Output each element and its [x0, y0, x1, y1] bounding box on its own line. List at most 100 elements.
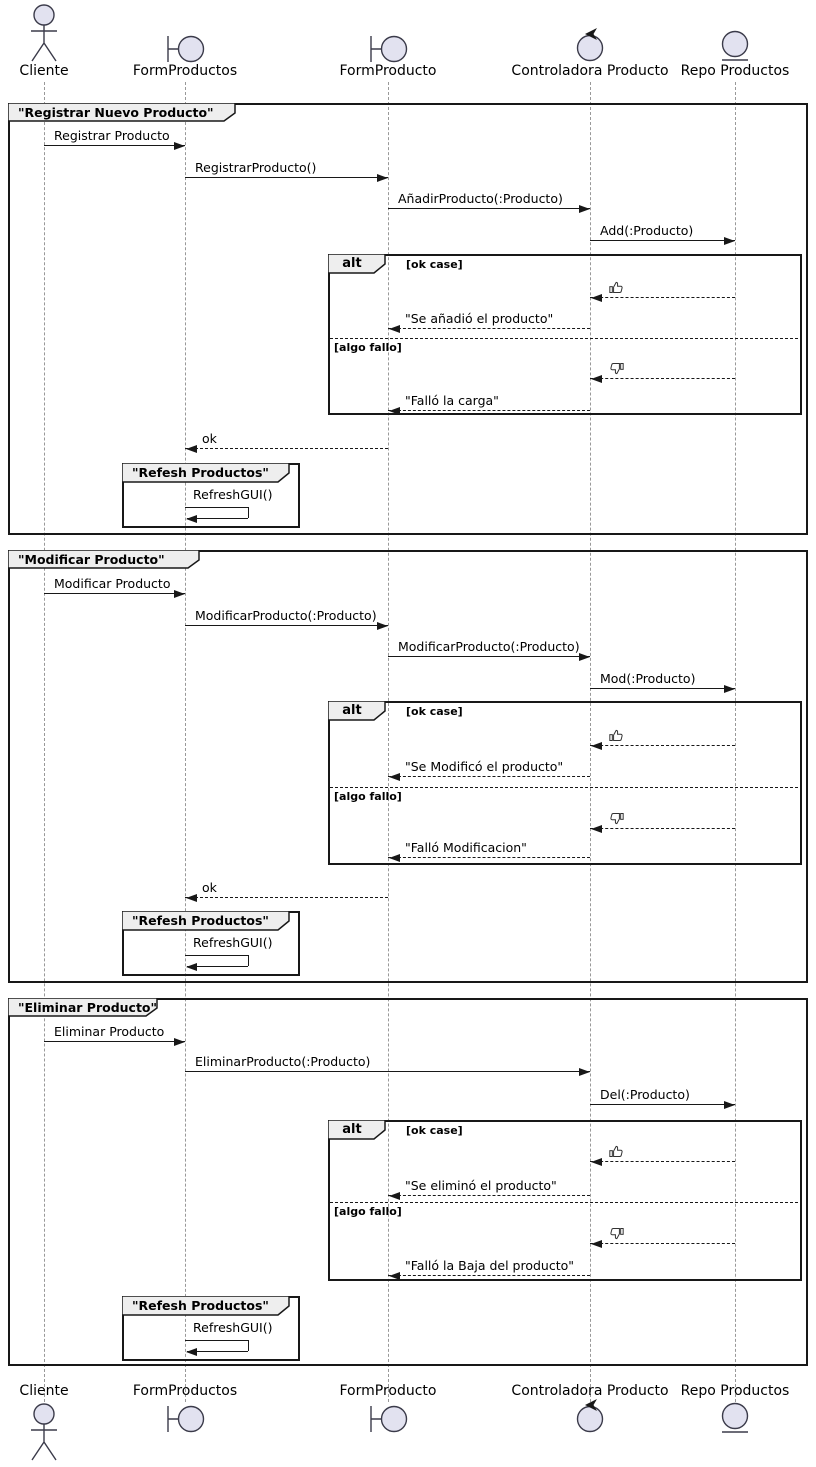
message-label: AñadirProducto(:Producto) [398, 191, 563, 206]
alt-guard-ok: [ok case] [406, 258, 463, 271]
self-call-arrowhead [186, 962, 197, 971]
self-call-line-bottom [187, 518, 248, 519]
message-line [388, 656, 590, 657]
message-label: EliminarProducto(:Producto) [195, 1054, 371, 1069]
group-frame-tab: "Registrar Nuevo Producto" [8, 103, 236, 122]
alt-guard-ok: [ok case] [406, 1124, 463, 1137]
alt-divider [330, 787, 798, 788]
message-line [590, 1104, 735, 1105]
self-call-arrowhead [186, 514, 197, 523]
message-line [388, 1195, 590, 1196]
message-label: Del(:Producto) [600, 1087, 690, 1102]
alt-guard-fail: [algo fallo] [334, 341, 402, 354]
lifeline-repo [735, 82, 736, 1402]
participant-label-formproducto: FormProducto [339, 63, 437, 79]
participant-label-repo: Repo Productos [680, 63, 790, 79]
lifeline-cliente [44, 82, 45, 1402]
message-line [388, 1275, 590, 1276]
message-arrowhead [186, 893, 197, 902]
message-line [388, 410, 590, 411]
alt-operator-tab-title: alt [342, 256, 362, 271]
message-arrowhead [389, 1271, 400, 1280]
refresh-frame-tab-title: "Refesh Productos" [132, 1298, 269, 1313]
alt-operator-tab-title: alt [342, 1122, 362, 1137]
thumbs-up-icon [609, 280, 624, 295]
message-arrowhead [186, 444, 197, 453]
participant-label-cliente: Cliente [19, 63, 69, 79]
self-call-label: RefreshGUI() [193, 487, 273, 502]
participant-label-controladora: Controladora Producto [511, 63, 669, 79]
message-arrowhead [724, 684, 735, 693]
boundary-icon [164, 1402, 206, 1436]
group-frame [8, 998, 808, 1366]
message-arrowhead [377, 173, 388, 182]
control-icon [572, 1398, 608, 1434]
alt-fragment-frame [328, 254, 802, 415]
message-arrowhead [591, 1239, 602, 1248]
actor-icon [27, 3, 61, 63]
message-arrowhead [174, 1037, 185, 1046]
thumbs-up-icon [609, 1144, 624, 1159]
group-frame [8, 550, 808, 983]
self-call-label: RefreshGUI() [193, 1320, 273, 1335]
message-line [185, 177, 388, 178]
message-line [185, 625, 388, 626]
message-label: "Falló la Baja del producto" [405, 1258, 575, 1273]
participant-label-repo-bottom: Repo Productos [680, 1383, 790, 1399]
message-line [44, 593, 185, 594]
message-line [388, 208, 590, 209]
message-line [44, 1041, 185, 1042]
message-label: Mod(:Producto) [600, 671, 696, 686]
participant-label-formproductos-bottom: FormProductos [132, 1383, 238, 1399]
message-label: Modificar Producto [54, 576, 171, 591]
message-label: "Se añadió el producto" [405, 311, 554, 326]
group-frame-tab-title: "Registrar Nuevo Producto" [18, 105, 214, 120]
message-arrowhead [591, 824, 602, 833]
message-line [185, 897, 388, 898]
boundary-icon [164, 32, 206, 66]
message-label: ok [202, 880, 217, 895]
actor-icon [27, 1402, 61, 1462]
message-label: Registrar Producto [54, 128, 170, 143]
lifeline-controladora [590, 82, 591, 1402]
message-line [388, 776, 590, 777]
group-frame [8, 103, 808, 535]
thumbs-down-icon [609, 811, 624, 826]
alt-operator-tab: alt [328, 701, 386, 721]
self-call-arrowhead [186, 1347, 197, 1356]
self-call-line-bottom [187, 966, 248, 967]
message-label: "Se Modificó el producto" [405, 759, 564, 774]
message-arrowhead [591, 741, 602, 750]
message-label: RegistrarProducto() [195, 160, 317, 175]
self-call-line-top [185, 1340, 248, 1341]
group-frame-tab: "Modificar Producto" [8, 550, 200, 569]
group-frame-tab-title: "Modificar Producto" [18, 552, 165, 567]
boundary-icon [367, 1402, 409, 1436]
self-call-line-right [248, 507, 249, 518]
participant-label-formproductos: FormProductos [132, 63, 238, 79]
message-line [590, 240, 735, 241]
message-arrowhead [389, 853, 400, 862]
message-line [185, 1071, 590, 1072]
self-call-line-bottom [187, 1351, 248, 1352]
message-arrowhead [591, 1157, 602, 1166]
alt-divider [330, 1202, 798, 1203]
alt-operator-tab: alt [328, 254, 386, 274]
message-label: "Falló Modificacion" [405, 840, 527, 855]
self-call-line-right [248, 1340, 249, 1351]
participant-label-cliente-bottom: Cliente [19, 1383, 69, 1399]
alt-guard-ok: [ok case] [406, 705, 463, 718]
message-label: ModificarProducto(:Producto) [195, 608, 377, 623]
refresh-frame-tab-title: "Refesh Productos" [132, 913, 269, 928]
message-line [590, 745, 735, 746]
message-arrowhead [579, 652, 590, 661]
alt-divider [330, 338, 798, 339]
message-arrowhead [389, 772, 400, 781]
message-line [590, 1243, 735, 1244]
message-arrowhead [377, 621, 388, 630]
message-arrowhead [724, 236, 735, 245]
message-line [590, 378, 735, 379]
self-call-line-top [185, 507, 248, 508]
message-label: ok [202, 431, 217, 446]
